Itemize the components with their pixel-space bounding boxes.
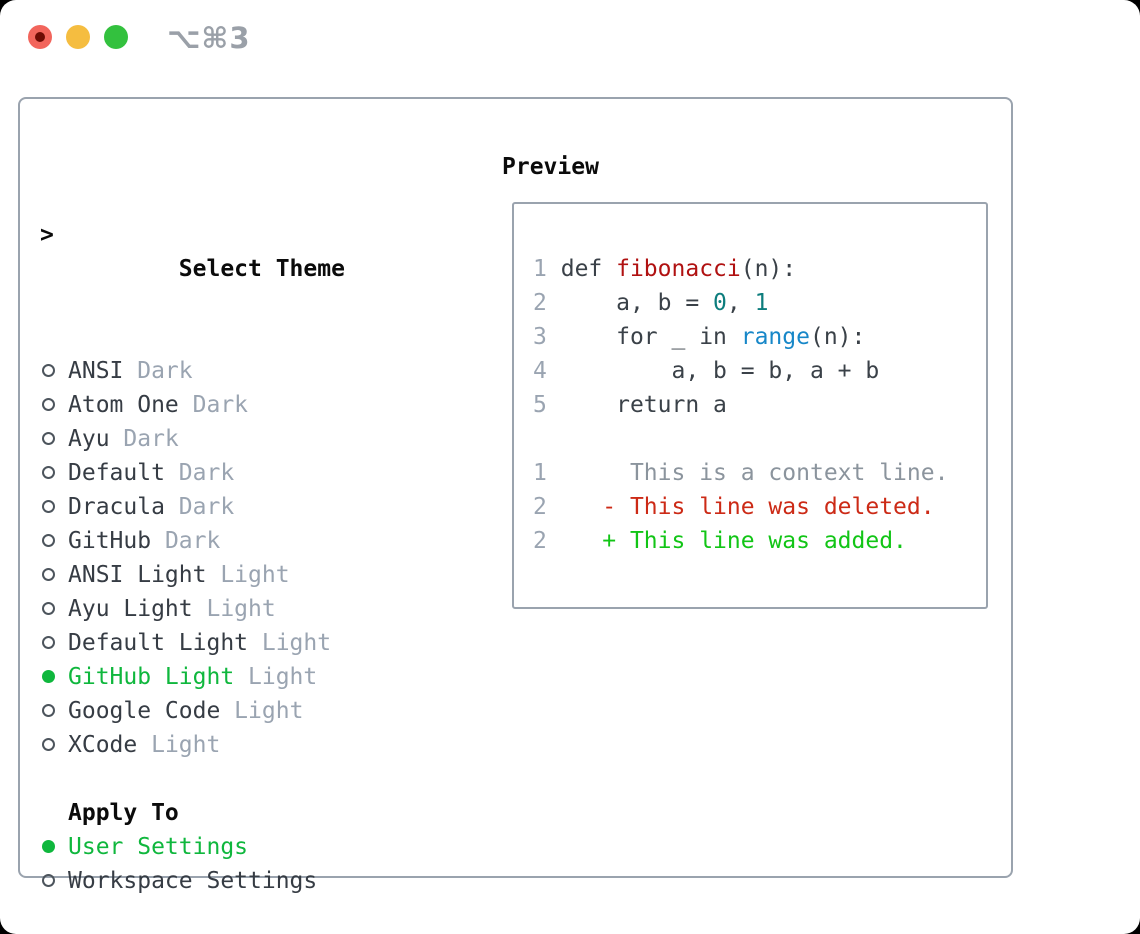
- apply-to-header-label: Apply To: [68, 800, 179, 826]
- radio-unselected-icon: [42, 398, 55, 411]
- option-label: Workspace Settings: [68, 868, 318, 894]
- theme-option-ansi-light[interactable]: ANSI Light Light: [40, 558, 428, 592]
- spacer: [40, 762, 428, 796]
- option-label: XCode: [68, 732, 138, 758]
- theme-option-ayu-light[interactable]: Ayu Light Light: [40, 592, 428, 626]
- theme-option-dracula[interactable]: Dracula Dark: [40, 490, 428, 524]
- line-number: 2: [533, 528, 547, 554]
- code-line: 2 - This line was deleted.: [533, 494, 935, 520]
- close-button[interactable]: [28, 25, 52, 49]
- radio-unselected-icon: [42, 432, 55, 445]
- apply-to-header: Apply To: [40, 796, 428, 830]
- theme-option-atom-one[interactable]: Atom One Dark: [40, 388, 428, 422]
- variant-label: Dark: [109, 426, 179, 452]
- code-line: 2 + This line was added.: [533, 528, 907, 554]
- radio-unselected-icon: [42, 874, 55, 887]
- option-label: Ayu: [68, 426, 110, 452]
- option-label: GitHub Light: [68, 664, 235, 690]
- select-theme-header: > Select Theme: [40, 218, 428, 282]
- line-number: 2: [533, 290, 547, 316]
- radio-unselected-icon: [42, 636, 55, 649]
- variant-label: Light: [220, 698, 304, 724]
- radio-unselected-icon: [42, 534, 55, 547]
- option-label: GitHub: [68, 528, 152, 554]
- minimize-button[interactable]: [66, 25, 90, 49]
- line-number: 1: [533, 256, 547, 282]
- code-line: 1 This is a context line.: [533, 460, 949, 486]
- radio-unselected-icon: [42, 568, 55, 581]
- radio-unselected-icon: [42, 466, 55, 479]
- code-preview: 1 def fibonacci(n): 2 a, b = 0, 1 3 for _ …: [533, 252, 948, 558]
- code-line: 3 for _ in range(n):: [533, 324, 866, 350]
- theme-option-default-light[interactable]: Default Light Light: [40, 626, 428, 660]
- code-line: [533, 422, 948, 456]
- radio-selected-icon: [42, 840, 55, 853]
- radio-unselected-icon: [42, 364, 55, 377]
- variant-label: Dark: [151, 528, 221, 554]
- traffic-lights: [28, 25, 128, 49]
- option-label: Ayu Light: [68, 596, 193, 622]
- line-number: 2: [533, 494, 547, 520]
- code-line: 4 a, b = b, a + b: [533, 358, 880, 384]
- preview-box: 1 def fibonacci(n): 2 a, b = 0, 1 3 for _ …: [512, 202, 988, 609]
- option-label: Google Code: [68, 698, 221, 724]
- radio-unselected-icon: [42, 704, 55, 717]
- theme-option-default[interactable]: Default Dark: [40, 456, 428, 490]
- radio-unselected-icon: [42, 602, 55, 615]
- variant-label: Dark: [123, 358, 193, 384]
- theme-option-xcode[interactable]: XCode Light: [40, 728, 428, 762]
- option-label: ANSI: [68, 358, 124, 384]
- spacer: [40, 898, 428, 932]
- radio-selected-icon: [42, 670, 55, 683]
- option-label: Default: [68, 460, 165, 486]
- option-label: Default Light: [68, 630, 249, 656]
- variant-label: Light: [234, 664, 318, 690]
- theme-option-ansi[interactable]: ANSI Dark: [40, 354, 428, 388]
- variant-label: Light: [248, 630, 332, 656]
- variant-label: Dark: [178, 392, 249, 418]
- line-number: 3: [533, 324, 547, 350]
- variant-label: Light: [192, 596, 276, 622]
- option-label: Dracula: [68, 494, 165, 520]
- line-number: 4: [533, 358, 547, 384]
- titlebar: ⌥⌘3: [0, 0, 1140, 70]
- code-line: 5 return a: [533, 392, 727, 418]
- code-line: 2 a, b = 0, 1: [533, 290, 769, 316]
- line-number: 5: [533, 392, 547, 418]
- select-theme-header-label: Select Theme: [178, 256, 345, 282]
- option-label: ANSI Light: [68, 562, 207, 588]
- cursor-icon: >: [40, 222, 54, 248]
- variant-label: Dark: [164, 494, 235, 520]
- zoom-button[interactable]: [104, 25, 128, 49]
- keyboard-shortcut-label: ⌥⌘3: [167, 21, 251, 55]
- theme-option-google-code[interactable]: Google Code Light: [40, 694, 428, 728]
- theme-option-ayu[interactable]: Ayu Dark: [40, 422, 428, 456]
- preview-header-label: Preview: [502, 154, 599, 180]
- line-number: 1: [533, 460, 547, 486]
- variant-label: Light: [137, 732, 221, 758]
- option-label: User Settings: [68, 834, 249, 860]
- radio-unselected-icon: [42, 500, 55, 513]
- theme-option-github-light[interactable]: GitHub Light Light: [40, 660, 428, 694]
- code-line: 1 def fibonacci(n):: [533, 256, 797, 282]
- apply-option-user-settings[interactable]: User Settings: [40, 830, 428, 864]
- radio-unselected-icon: [42, 738, 55, 751]
- option-label: Atom One: [68, 392, 179, 418]
- apply-option-workspace-settings[interactable]: Workspace Settings: [40, 864, 428, 898]
- variant-label: Light: [206, 562, 290, 588]
- variant-label: Dark: [164, 460, 235, 486]
- theme-option-github[interactable]: GitHub Dark: [40, 524, 428, 558]
